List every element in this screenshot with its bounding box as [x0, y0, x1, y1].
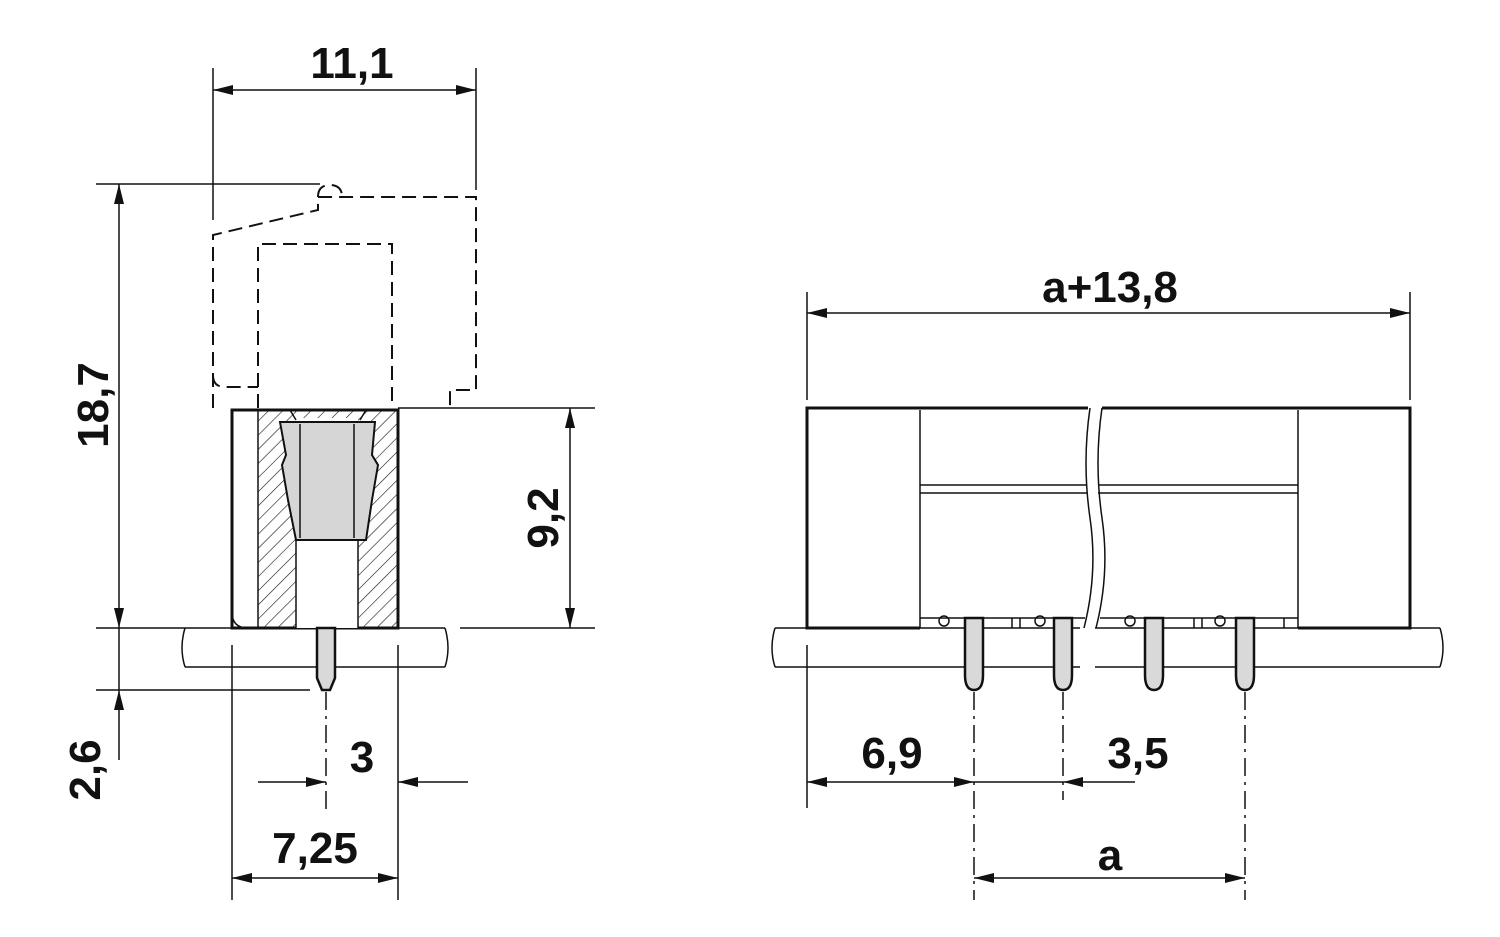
dim-label-footprint-width: 7,25 — [272, 824, 358, 873]
mating-plug-outline — [212, 183, 477, 408]
dim-label-overall-length: a+13,8 — [1042, 263, 1178, 312]
front-pin-2 — [1052, 616, 1074, 692]
dim-label-pin-offset: 3 — [350, 733, 374, 782]
dim-label-edge-to-pin: 6,9 — [861, 729, 922, 778]
side-body — [230, 408, 400, 630]
dim-label-pin-span: a — [1098, 831, 1123, 880]
dim-label-side-width: 11,1 — [310, 39, 393, 88]
front-pins — [963, 616, 1256, 900]
front-pin-1 — [963, 616, 985, 692]
front-pcb-board — [771, 627, 1444, 668]
front-body — [805, 406, 1412, 630]
side-view: 11,1 18,7 9,2 2,6 3 — [61, 39, 595, 900]
dim-footprint-width: 7,25 — [231, 645, 398, 900]
dim-pin-length: 2,6 — [61, 628, 310, 801]
dim-edge-to-pin: 6,9 — [806, 645, 974, 808]
dim-overall-length: a+13,8 — [806, 263, 1411, 400]
side-pin — [315, 626, 337, 812]
dim-side-width: 11,1 — [212, 39, 477, 220]
side-pcb-board — [181, 627, 449, 668]
dim-label-body-height: 9,2 — [519, 487, 568, 548]
front-view: a+13,8 6,9 3,5 a — [771, 263, 1444, 900]
front-pin-4 — [1234, 616, 1256, 692]
dim-label-pin-pitch: 3,5 — [1107, 729, 1168, 778]
dim-pin-pitch: 3,5 — [974, 729, 1169, 787]
front-pin-3 — [1143, 616, 1165, 692]
dim-pin-offset: 3 — [258, 645, 468, 900]
dim-pin-span: a — [974, 831, 1245, 883]
dim-total-height: 18,7 — [69, 183, 320, 629]
dim-label-total-height: 18,7 — [69, 362, 118, 448]
dim-label-pin-length: 2,6 — [61, 739, 110, 800]
dim-body-height: 9,2 — [398, 407, 595, 629]
